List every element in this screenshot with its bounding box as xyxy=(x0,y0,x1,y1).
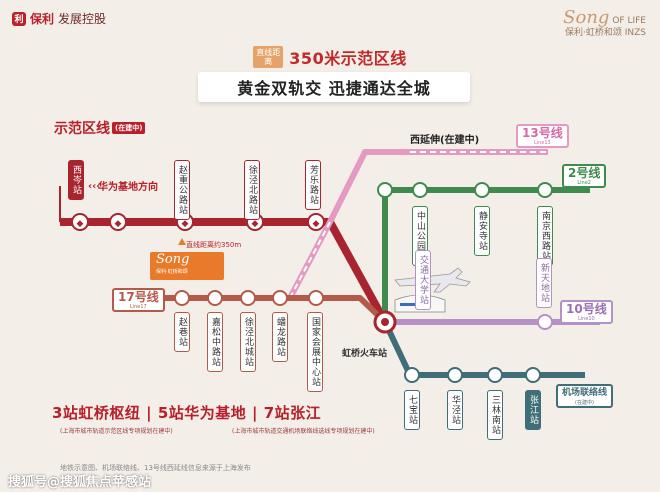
svg-text:◆: ◆ xyxy=(77,219,84,229)
demo-line-label: 示范区线 (在建中) xyxy=(54,118,146,138)
line17-en: Line17 xyxy=(129,304,147,310)
station-marker: ◆ xyxy=(71,213,89,231)
hub-marker xyxy=(373,310,397,334)
line2-tag: 2号线 Line2 xyxy=(562,164,607,188)
station-marker xyxy=(537,182,553,198)
line10-en: Line10 xyxy=(577,316,595,322)
station-panlong: 蟠龙路站 xyxy=(272,312,288,362)
project-cn-name: 保利·虹桥和颂 xyxy=(564,28,622,38)
svg-text:◆: ◆ xyxy=(115,219,122,229)
note-right: (上海市城市轨道交通机场联络线选线专项规划在建中) xyxy=(232,428,375,435)
station-jiaoda: 交通大学站 xyxy=(415,250,431,310)
project-pin-icon xyxy=(178,238,186,245)
direction-arrows-icon: ‹‹‹ xyxy=(88,181,100,192)
station-fangle: 芳乐路站 xyxy=(305,160,321,210)
line13-dash2 xyxy=(289,221,331,299)
logo-text: 保利 xyxy=(30,12,55,26)
station-marker xyxy=(308,290,324,306)
station-marker: ◆ xyxy=(109,213,127,231)
station-zhaoxiang: 赵巷站 xyxy=(174,312,190,352)
poly-logo-icon: 利 xyxy=(12,11,26,26)
airplane-icon xyxy=(394,267,471,293)
station-marker xyxy=(174,290,190,306)
project-badge-sub: 保利·虹桥和颂 xyxy=(156,269,188,275)
developer-logo: 利 保利 发展控股 xyxy=(12,10,106,27)
header-subtitle: 黄金双轨交 迅捷通达全城 xyxy=(198,72,470,102)
airport-line-tag: 机场联络线 (在建中) xyxy=(556,384,614,408)
station-marker xyxy=(447,367,463,383)
line2-en: Line2 xyxy=(577,180,591,186)
line2-number: 2号线 xyxy=(568,166,601,180)
station-marker xyxy=(474,182,490,198)
source-note: 地铁示意图、机场联络线、13号线西延线信息来源于上海发布 xyxy=(60,464,251,472)
line13-extension-label: 西延伸(在建中) xyxy=(410,135,480,146)
station-marker xyxy=(487,367,503,383)
airport-line-label: 机场联络线 xyxy=(562,388,608,398)
line17-tag: 17号线 Line17 xyxy=(112,288,165,312)
station-xujingbei: 徐泾北城站 xyxy=(240,312,256,372)
line13-number: 13号线 xyxy=(522,126,563,140)
airport-line xyxy=(382,320,585,378)
note-left: (上海市城市轨道示范区线专项规划在建中) xyxy=(60,428,173,435)
station-sanlin: 三林南站 xyxy=(487,390,503,440)
station-marker xyxy=(272,290,288,306)
project-of-life: OF LIFE xyxy=(612,16,646,26)
station-nanjingxi: 南京西路站 xyxy=(537,206,553,266)
station-guojia: 国家会展中心站 xyxy=(307,312,323,392)
watermark: 搜狐号@搜狐焦点苹感站 xyxy=(8,475,152,490)
slogan: 3站虹桥枢纽 | 5站华为基地 | 7站张江 xyxy=(52,404,322,422)
demo-line-text: 示范区线 xyxy=(54,121,110,137)
project-script: Song xyxy=(563,7,610,28)
line17 xyxy=(135,295,388,325)
demo-line-tag: (在建中) xyxy=(112,122,146,134)
station-marker: ◆ xyxy=(307,213,325,231)
station-xicen: 西岑站 xyxy=(68,160,84,200)
station-huajing: 华泾站 xyxy=(447,390,463,430)
station-jiasong: 嘉松中路站 xyxy=(207,312,223,372)
station-xintiandi: 新天地站 xyxy=(536,258,552,308)
station-zhangjiang: 张江站 xyxy=(525,390,541,430)
project-en: INZS xyxy=(624,28,646,38)
svg-text:◆: ◆ xyxy=(252,219,259,229)
line10-number: 10号线 xyxy=(566,302,607,316)
station-marker xyxy=(207,290,223,306)
project-badge-script: Song xyxy=(156,252,190,267)
station-marker xyxy=(537,314,553,330)
line17-number: 17号线 xyxy=(118,290,159,304)
header-title: 350米示范区线 xyxy=(289,49,407,68)
project-logo: Song OF LIFE 保利·虹桥和颂 INZS xyxy=(563,9,646,39)
huawei-direction-label: 华为基地方向 xyxy=(98,182,158,193)
project-badge: Song 保利·虹桥和颂 xyxy=(150,252,224,280)
station-marker xyxy=(377,182,393,198)
airport-line-status: (在建中) xyxy=(575,400,594,406)
header-tag: 直线距离 xyxy=(253,46,284,68)
map-header: 直线距离 350米示范区线 xyxy=(180,44,480,70)
logo-subtext: 发展控股 xyxy=(58,12,107,26)
distance-note: 直线距离约350m xyxy=(186,241,242,249)
station-zhaochong: 赵重公路站 xyxy=(174,160,190,220)
station-marker xyxy=(412,182,428,198)
line10-tag: 10号线 Line10 xyxy=(560,300,613,324)
station-qibao: 七宝站 xyxy=(404,390,420,430)
station-hongqiao: 虹桥火车站 xyxy=(342,349,388,359)
station-marker xyxy=(240,290,256,306)
station-marker xyxy=(404,367,420,383)
station-marker xyxy=(525,367,541,383)
line13-en: Line13 xyxy=(533,140,551,146)
svg-text:◆: ◆ xyxy=(313,219,320,229)
line13-tag: 13号线 Line13 xyxy=(516,124,569,148)
station-jingan: 静安寺站 xyxy=(474,206,490,256)
svg-text:◆: ◆ xyxy=(182,219,189,229)
station-xujingbei-top: 徐泾北路站 xyxy=(244,160,260,220)
